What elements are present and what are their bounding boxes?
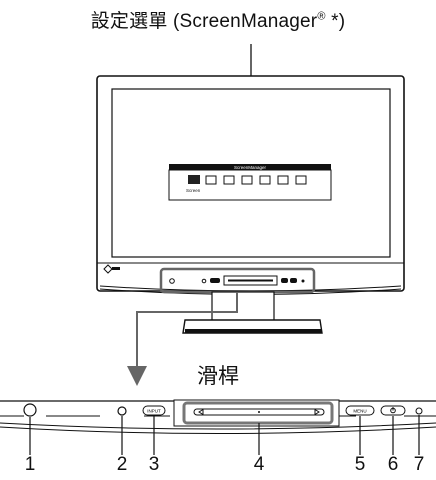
slider-label: 滑桿 [197,365,239,388]
callout-4: 4 [253,454,265,475]
callout-3: 3 [148,454,160,475]
callout-2: 2 [116,454,128,475]
callout-leaders [29,415,420,455]
title-main: 設定選單 (ScreenManager [90,11,318,32]
menu-icon-5 [259,175,271,185]
screen-manager-menu: ScreenManager Screen [168,164,332,201]
menu-button [345,405,375,416]
menu-icon-2 [205,175,217,185]
title-registered-mark: ® [317,10,326,23]
input-button [142,405,166,416]
menu-icon-3 [223,175,235,185]
menu-icon-7 [295,175,307,185]
callout-6: 6 [387,454,399,475]
control-panel-zoom: INPUT MENU [0,399,436,434]
callout-1: 1 [24,454,36,475]
input-button-label: INPUT [147,409,161,414]
zoom-connector-arrow [127,292,238,386]
menu-icon-screen [188,175,200,184]
sensor-icon [23,403,37,417]
title-tail: *) [325,11,346,32]
menu-icon-4 [241,175,253,185]
power-indicator-icon [415,407,423,415]
menu-button-label: MENU [353,409,366,414]
menu-header-text: ScreenManager [234,165,267,170]
menu-item-label: Screen [186,188,201,193]
monitor [96,75,405,334]
monitor-neck [211,291,275,325]
indicator-icon [117,406,127,416]
callout-7: 7 [413,454,425,475]
callout-5: 5 [354,454,366,475]
brand-logo-icon [103,264,120,274]
diagram-title: 設定選單 (ScreenManager® *) [0,6,436,33]
menu-icon-6 [277,175,289,185]
